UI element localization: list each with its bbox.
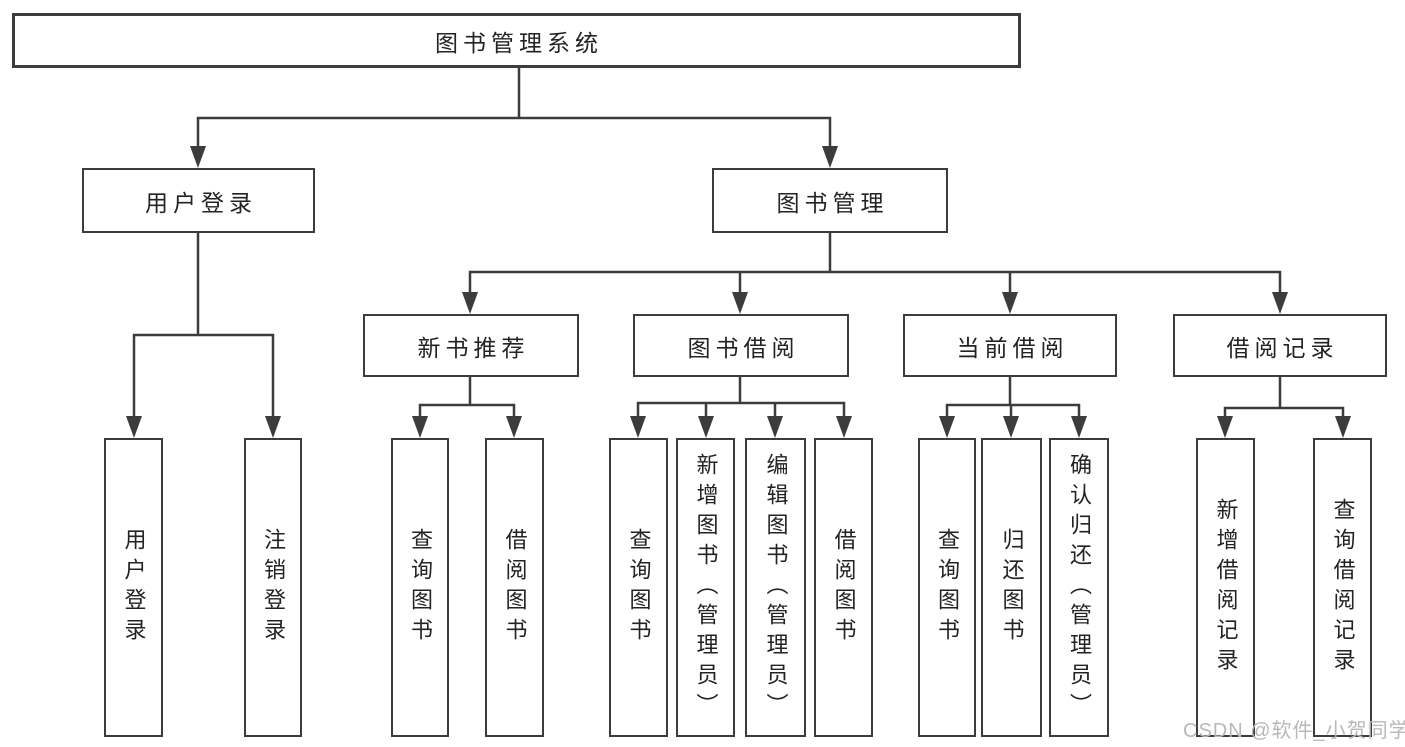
leaf-query-books-borrow: 查询图书 <box>609 438 668 737</box>
leaf-return-book: 归还图书 <box>981 438 1042 737</box>
node-current-borrow: 当前借阅 <box>903 314 1117 377</box>
leaf-add-borrow-record: 新增借阅记录 <box>1196 438 1255 737</box>
leaf-edit-book-admin: 编辑图书（管理员） <box>745 438 806 737</box>
node-new-book-recommend: 新书推荐 <box>363 314 579 377</box>
node-borrow-records: 借阅记录 <box>1173 314 1387 377</box>
leaf-borrow-books-recommend: 借阅图书 <box>485 438 544 737</box>
leaf-confirm-return-admin: 确认归还（管理员） <box>1049 438 1109 737</box>
leaf-query-books-current: 查询图书 <box>918 438 976 737</box>
node-user-login: 用户登录 <box>82 168 315 233</box>
leaf-query-borrow-record: 查询借阅记录 <box>1313 438 1372 737</box>
csdn-watermark: CSDN @软件_小贺同学 <box>1183 720 1405 742</box>
leaf-query-books-recommend: 查询图书 <box>391 438 449 737</box>
node-book-management: 图书管理 <box>712 168 948 233</box>
leaf-user-login: 用户登录 <box>104 438 163 737</box>
leaf-borrow-books: 借阅图书 <box>814 438 873 737</box>
node-book-borrow: 图书借阅 <box>633 314 849 377</box>
leaf-logout: 注销登录 <box>244 438 302 737</box>
leaf-add-book-admin: 新增图书（管理员） <box>676 438 735 737</box>
node-root: 图书管理系统 <box>12 13 1021 68</box>
